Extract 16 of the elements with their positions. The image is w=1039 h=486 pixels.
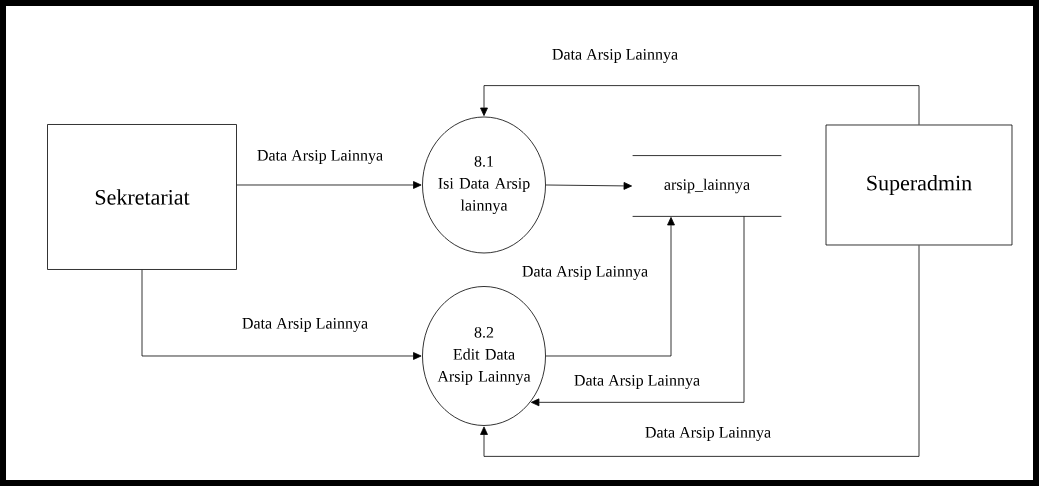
arrow xyxy=(480,85,920,125)
arrow xyxy=(545,217,675,357)
edge-label: Data Arsip Lainnya xyxy=(643,425,773,442)
edge-label: Data Arsip Lainnya xyxy=(240,316,370,333)
arrow xyxy=(545,182,632,190)
edge-label: Data Arsip Lainnya xyxy=(572,373,702,390)
data-store: arsip_lainnya xyxy=(632,155,782,217)
entity-box: Sekretariat xyxy=(47,124,237,270)
arrow xyxy=(530,216,745,407)
arrow xyxy=(236,181,422,189)
arrow xyxy=(141,269,422,360)
entity-box: Superadmin xyxy=(825,124,1013,246)
edge-label: Data Arsip Lainnya xyxy=(520,264,650,281)
arrow xyxy=(480,245,920,457)
edge-label: Data Arsip Lainnya xyxy=(550,47,680,64)
edge-label: Data Arsip Lainnya xyxy=(255,148,385,165)
